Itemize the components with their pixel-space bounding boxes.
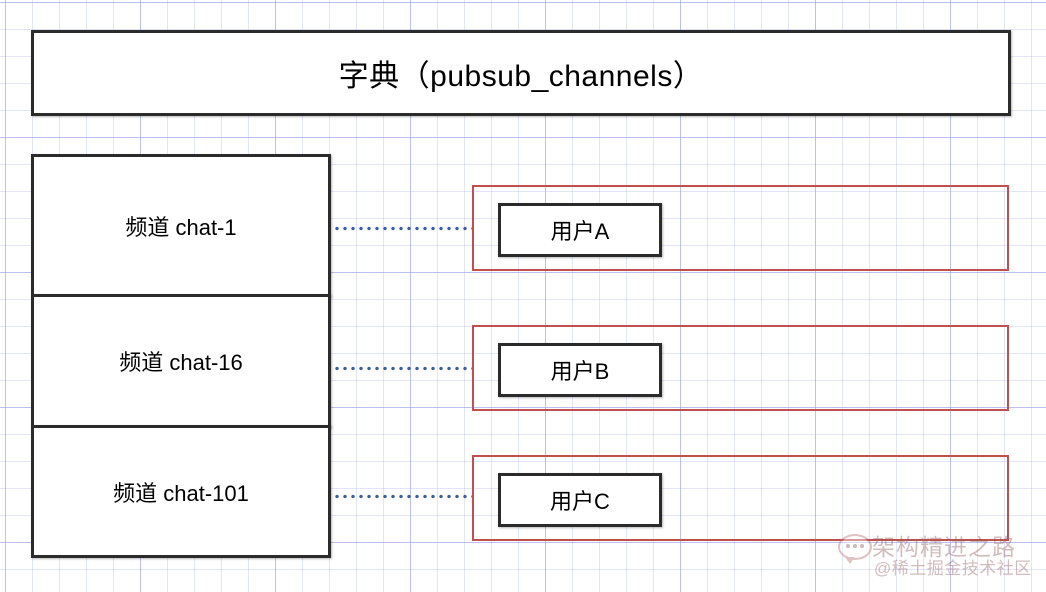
subscriber-group: 用户B <box>472 325 1009 411</box>
subscriber-label: 用户A <box>550 219 610 244</box>
subscriber-group: 用户C <box>472 455 1009 541</box>
watermark-sub-text: @稀土掘金技术社区 <box>874 559 1032 578</box>
channel-row[interactable]: 频道 chat-101 <box>31 425 331 558</box>
subscriber-label: 用户B <box>550 359 610 384</box>
subscriber-box[interactable]: 用户A <box>498 203 662 257</box>
channel-list: 频道 chat-1 频道 chat-16 频道 chat-101 <box>31 154 331 558</box>
subscriber-box[interactable]: 用户C <box>498 473 662 527</box>
channel-row[interactable]: 频道 chat-1 <box>31 154 331 297</box>
subscriber-group: 用户A <box>472 185 1009 271</box>
channel-label: 频道 chat-101 <box>113 480 249 506</box>
bubble-dot <box>846 544 850 548</box>
subscriber-box[interactable]: 用户B <box>498 343 662 397</box>
bubble-dot <box>853 544 857 548</box>
connector-line-chat-16 <box>333 366 472 371</box>
dictionary-title-text: 字典（pubsub_channels） <box>338 60 704 93</box>
channel-row[interactable]: 频道 chat-16 <box>31 294 331 428</box>
connector-line-chat-101 <box>333 494 472 499</box>
dictionary-title-box: 字典（pubsub_channels） <box>31 30 1011 116</box>
channel-label: 频道 chat-16 <box>119 350 243 375</box>
bubble-dot <box>860 544 864 548</box>
connector-line-chat-1 <box>333 226 472 231</box>
subscriber-label: 用户C <box>550 489 610 514</box>
channel-label: 频道 chat-1 <box>125 214 237 240</box>
